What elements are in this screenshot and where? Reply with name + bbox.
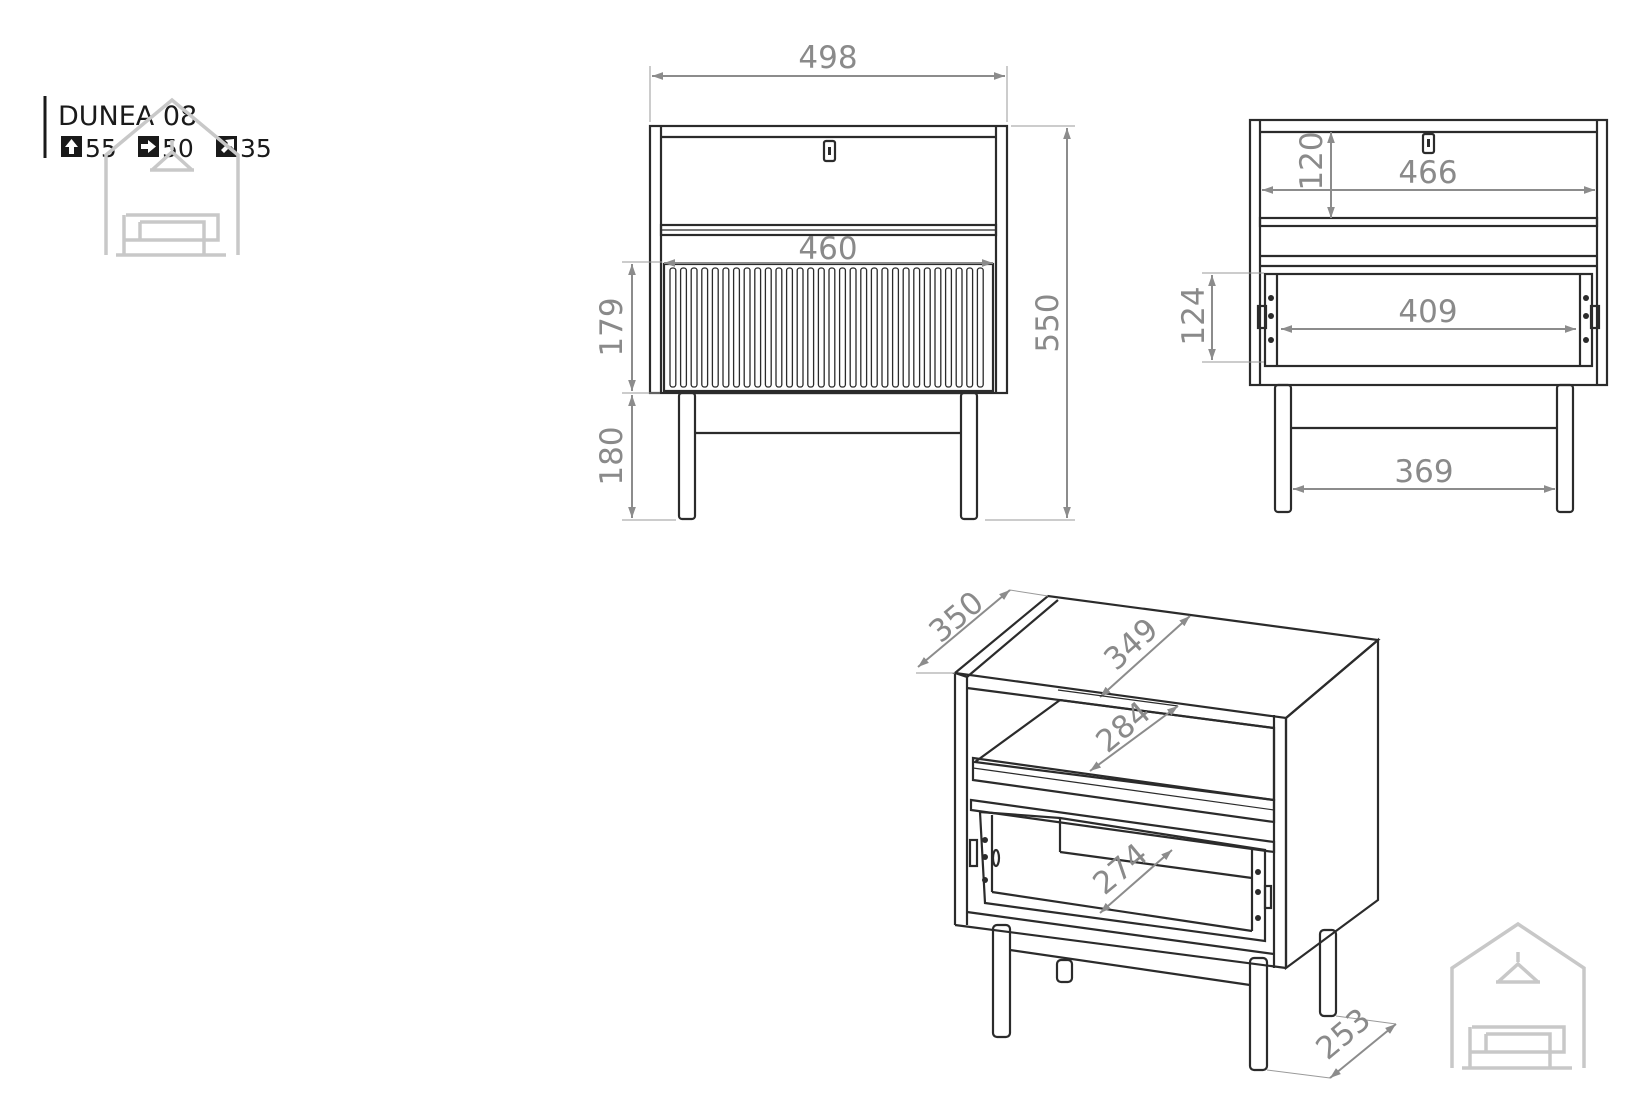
flute-groove <box>838 267 847 388</box>
dim-iso-shelf-depth: 349 <box>1097 611 1165 677</box>
iso-top <box>952 594 1381 720</box>
dim-leg-height: 180 <box>594 426 630 485</box>
flute-groove <box>976 267 984 388</box>
flute-groove <box>923 267 931 388</box>
flute-groove <box>732 267 741 388</box>
back-view <box>1248 118 1609 514</box>
flute-groove <box>711 267 719 388</box>
flute-groove <box>807 267 815 388</box>
flute-groove <box>870 267 878 388</box>
dim-back-drawer-width: 409 <box>1398 294 1457 330</box>
dim-line-284 <box>1089 705 1179 772</box>
iso-leg-front-left <box>991 923 1012 1039</box>
iso-shelf-front <box>971 756 1276 824</box>
iso-shelf <box>972 698 1276 802</box>
flute-groove <box>828 267 836 388</box>
flute-groove <box>743 267 751 388</box>
dim-line-349 <box>1099 615 1191 698</box>
flute-groove <box>785 267 794 388</box>
flute-groove <box>690 267 698 388</box>
dim-front-width: 498 <box>798 40 857 76</box>
back-leg-left <box>1273 383 1293 514</box>
dim-front-inner-width: 460 <box>798 231 857 267</box>
iso-side-panel <box>1284 637 1380 971</box>
flute-groove <box>722 267 730 388</box>
front-dimensions: 498 460 550 179 180 <box>594 40 1075 521</box>
drawer-flutes <box>669 267 984 388</box>
dim-back-drawer-height: 124 <box>1176 286 1212 345</box>
product-name: DUNEA 08 <box>58 101 197 132</box>
back-leg-right <box>1555 383 1575 514</box>
flute-groove <box>891 267 900 388</box>
flute-groove <box>934 267 942 388</box>
back-handle <box>1421 132 1436 155</box>
product-header: DUNEA 08 55 50 35 <box>43 96 272 163</box>
flute-groove <box>849 267 857 388</box>
flute-groove <box>966 267 974 388</box>
front-leg-right <box>959 391 979 521</box>
iso-view <box>952 594 1381 1072</box>
iso-runner-left <box>968 837 1001 883</box>
spec-height: 55 <box>61 134 117 163</box>
back-shelf <box>1258 216 1599 228</box>
flute-groove <box>764 267 772 388</box>
dim-line-350 <box>917 589 1011 668</box>
back-carcass <box>1248 118 1609 387</box>
flute-groove <box>860 267 868 388</box>
dim-back-leg-span: 369 <box>1394 454 1453 490</box>
flute-groove <box>955 267 963 388</box>
flute-groove <box>754 267 762 388</box>
spec-depth: 35 <box>216 134 272 163</box>
dim-line-274 <box>1099 849 1173 914</box>
iso-stretcher <box>1009 948 1251 987</box>
house-logo-watermark-top <box>104 97 240 257</box>
dim-front-height: 550 <box>1030 293 1066 352</box>
flute-groove <box>944 267 953 388</box>
dim-drawer-height: 179 <box>594 297 630 356</box>
runner-right <box>1583 295 1601 343</box>
flute-groove <box>669 267 677 388</box>
dim-back-inner-width: 466 <box>1398 155 1457 191</box>
house-logo-watermark-bottom <box>1450 921 1586 1070</box>
iso-leg-front-right <box>1248 956 1269 1072</box>
dim-line-253 <box>1329 1023 1397 1079</box>
flute-groove <box>817 267 825 388</box>
flute-groove <box>902 267 910 388</box>
runner-left <box>1256 295 1274 343</box>
flute-groove <box>679 267 688 388</box>
front-handle <box>822 139 837 163</box>
spec-depth-value: 35 <box>240 134 272 163</box>
dim-iso-depth: 350 <box>922 585 990 651</box>
dim-back-shelf-height: 120 <box>1294 131 1330 190</box>
iso-leg-back-right <box>1318 928 1338 1018</box>
flute-groove <box>701 267 709 388</box>
flute-groove <box>796 267 804 388</box>
dim-iso-drawer-depth: 274 <box>1086 837 1154 903</box>
flute-groove <box>881 267 889 388</box>
front-view <box>648 124 1009 521</box>
front-leg-left <box>677 391 697 521</box>
iso-leg-back-left <box>1055 958 1074 984</box>
iso-runner-right <box>1255 869 1273 921</box>
back-dimensions: 120 466 124 409 369 <box>1176 131 1595 493</box>
flute-groove <box>775 267 783 388</box>
flute-groove <box>913 267 921 388</box>
